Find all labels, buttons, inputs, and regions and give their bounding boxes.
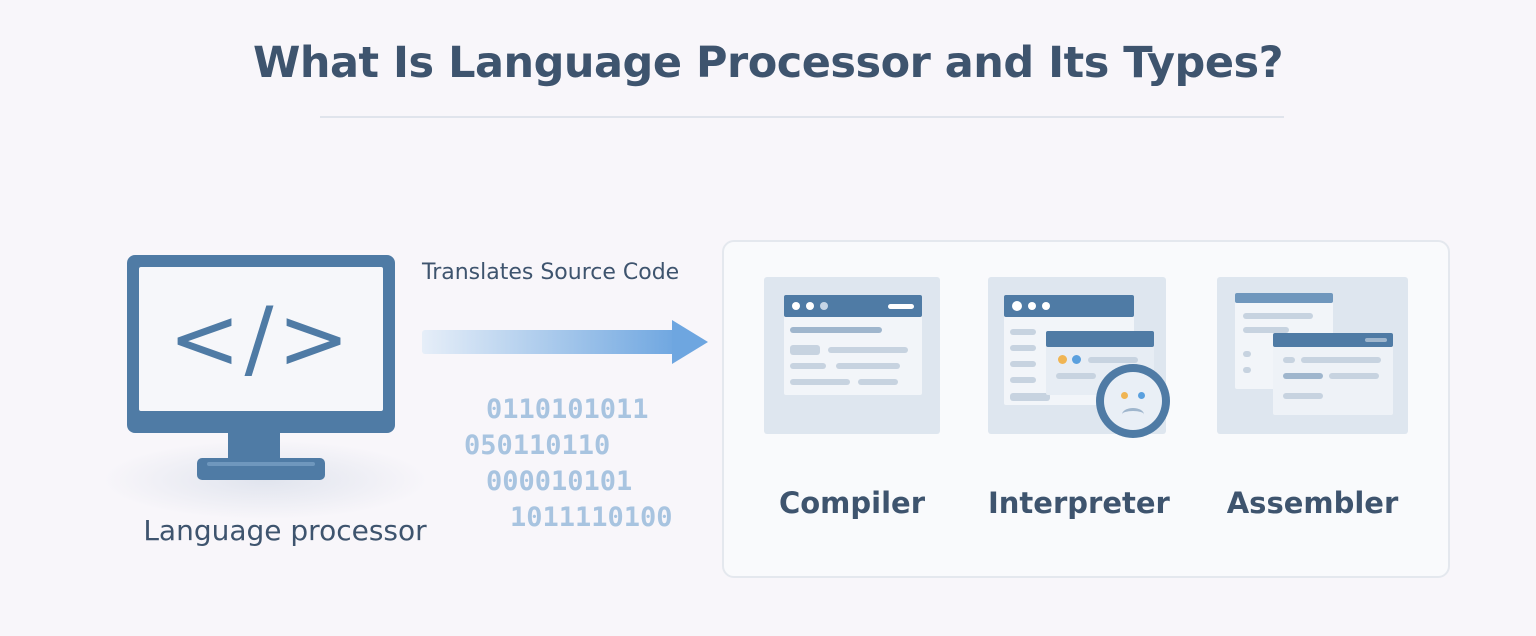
window-bar-pill — [888, 304, 914, 309]
compiler-window-icon — [784, 295, 922, 395]
text-line — [828, 347, 908, 353]
compiler-card — [764, 277, 940, 434]
arrow-right-icon — [422, 320, 708, 364]
assembler-card — [1217, 277, 1408, 434]
badge-mouth — [1122, 408, 1144, 421]
monitor-screen: </> — [139, 267, 383, 411]
binary-line: 1011110100 — [510, 502, 673, 533]
page-title: What Is Language Processor and Its Types… — [252, 38, 1284, 88]
text-line — [1010, 329, 1036, 335]
text-line — [1329, 373, 1379, 379]
text-line — [858, 379, 898, 385]
binary-line: 050110110 — [464, 430, 611, 461]
text-line — [790, 327, 882, 333]
type-label-compiler: Compiler — [778, 486, 926, 520]
window-bar-pill — [1365, 338, 1387, 342]
text-line — [1243, 313, 1313, 319]
status-dot-blue — [1072, 355, 1081, 364]
text-line — [1010, 377, 1036, 383]
badge-face — [1104, 372, 1162, 430]
text-line — [790, 379, 850, 385]
text-line — [1056, 373, 1096, 379]
text-line — [790, 345, 820, 355]
text-line — [1243, 351, 1251, 357]
binary-code: 0110101011 050110110 000010101 101111010… — [440, 392, 700, 542]
arrow-label: Translates Source Code — [422, 260, 680, 285]
text-line — [1010, 361, 1036, 367]
text-line — [1301, 357, 1381, 363]
text-line — [1243, 367, 1251, 373]
monitor-icon: </> — [127, 255, 395, 433]
window-titlebar — [1273, 333, 1393, 347]
window-titlebar — [1004, 295, 1134, 317]
type-label-assembler: Assembler — [1226, 486, 1399, 520]
assembler-inner-window — [1273, 333, 1393, 415]
window-titlebar — [1046, 331, 1154, 347]
window-titlebar — [1235, 293, 1333, 303]
window-titlebar — [784, 295, 922, 317]
window-dot — [1042, 302, 1050, 310]
processor-label: Language processor — [143, 514, 427, 547]
title-divider — [320, 116, 1284, 118]
window-dot — [1028, 302, 1036, 310]
text-line — [1283, 357, 1295, 363]
window-dot — [820, 302, 828, 310]
type-label-interpreter: Interpreter — [988, 486, 1170, 520]
text-line — [836, 363, 900, 369]
face-badge-icon — [1096, 364, 1170, 438]
text-line — [1010, 345, 1036, 351]
badge-eye — [1121, 392, 1128, 399]
status-dot-orange — [1058, 355, 1067, 364]
window-dot — [1012, 301, 1022, 311]
code-symbol: </> — [168, 289, 354, 389]
text-line — [1283, 393, 1323, 399]
text-line — [1283, 373, 1323, 379]
window-dot — [806, 302, 814, 310]
window-dot — [792, 302, 800, 310]
text-line — [790, 363, 826, 369]
binary-line: 0110101011 — [486, 394, 649, 425]
monitor-base-highlight — [207, 462, 315, 466]
badge-eye — [1138, 392, 1145, 399]
text-line — [1088, 357, 1138, 363]
text-line — [1243, 327, 1289, 333]
interpreter-card — [988, 277, 1166, 434]
text-line — [1010, 393, 1050, 401]
binary-line: 000010101 — [486, 466, 633, 497]
